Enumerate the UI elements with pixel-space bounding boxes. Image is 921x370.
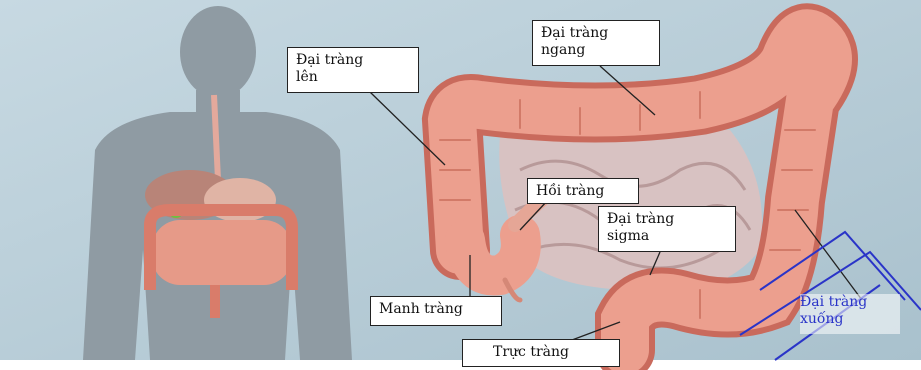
label-ileum: Hồi tràng — [527, 178, 639, 204]
label-ascending-colon: Đại tràng lên — [287, 47, 419, 93]
label-transverse-colon: Đại tràng ngang — [532, 20, 660, 66]
esophagus — [214, 95, 218, 180]
label-cecum: Manh tràng — [370, 296, 502, 326]
label-descending-colon: Đại tràng xuống — [800, 294, 900, 334]
label-rectum: Trực tràng — [462, 339, 620, 367]
label-sigmoid-colon: Đại tràng sigma — [598, 206, 736, 252]
bottom-white-strip — [0, 360, 921, 370]
body-small-intestine — [152, 220, 292, 285]
